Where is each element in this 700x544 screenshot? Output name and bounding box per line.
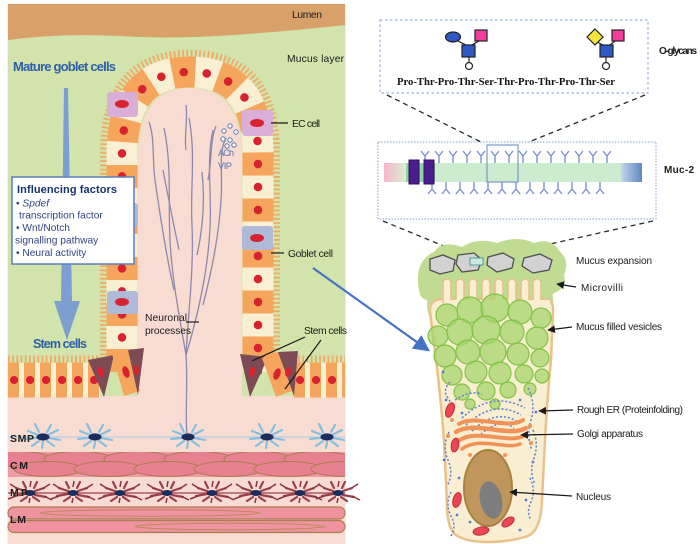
muc2-panel: Pro-Thr-Pro-Thr-Ser-Thr-Pro-Thr-Pro-Thr-… xyxy=(377,19,697,544)
muc2-highlight-region xyxy=(486,144,519,183)
tissue-panel: ACh VIP Influencing factors • Spdef tran… xyxy=(4,3,362,544)
factor-wnt-notch: • Wnt/Notch xyxy=(16,223,70,234)
hexagon-highlight xyxy=(469,257,484,266)
neurotransmitter-vesicles xyxy=(220,123,239,149)
mucus-vesicles xyxy=(427,293,552,410)
factor-neural-activity: • Neural activity xyxy=(16,248,87,259)
muc2-protein-bar xyxy=(384,159,642,185)
goblet-cell-callout: Goblet cell xyxy=(271,249,333,260)
influencing-factors-box: Influencing factors • Spdef transcriptio… xyxy=(11,176,135,265)
factor-spdef: • Spdef xyxy=(16,199,50,210)
zoom-connectors-top xyxy=(386,94,646,147)
rough-er-label: Rough ER (Proteinfolding) xyxy=(577,405,683,416)
rough-er xyxy=(444,381,537,537)
neuronal-processes-label-2: processes xyxy=(145,326,191,337)
rough-er-callout: Rough ER (Proteinfolding) xyxy=(538,405,683,416)
microvilli-callout: Microvilli xyxy=(556,281,623,294)
mucus-vesicles-callout: Mucus filled vesicles xyxy=(547,322,662,333)
o-glycans-label: O-glycans xyxy=(659,46,697,57)
mucus-layer-label: Mucus layer xyxy=(287,54,345,65)
mucus-filled-vesicles-label: Mucus filled vesicles xyxy=(576,322,662,333)
peptide-sequence: Pro-Thr-Pro-Thr-Ser-Thr-Pro-Thr-Pro-Thr-… xyxy=(397,77,615,88)
stem-cells-callout: Stem cells xyxy=(251,326,347,390)
smp-label: SMP xyxy=(10,433,34,445)
factor-spdef-rest: transcription factor xyxy=(19,211,103,222)
ec-cell-callout: EC cell xyxy=(271,119,320,130)
golgi-vesicle-dots xyxy=(446,418,533,457)
surface-epithelium-right xyxy=(290,355,349,398)
glycan-tree-right xyxy=(586,28,625,71)
ribosome-dots xyxy=(441,370,538,532)
cm-label: CM xyxy=(10,460,28,472)
longitudinal-muscle xyxy=(7,506,346,534)
o-glycans-box: Pro-Thr-Pro-Thr-Ser-Thr-Pro-Thr-Pro-Thr-… xyxy=(379,19,649,94)
brush-border xyxy=(100,49,280,372)
golgi-apparatus-label: Golgi apparatus xyxy=(577,429,643,440)
mucus-expansion-label: Mucus expansion xyxy=(576,256,652,267)
circular-muscle xyxy=(8,452,345,477)
glycan-tree-left xyxy=(444,29,488,71)
nucleolus xyxy=(479,481,503,519)
stem-cells-label: Stem cells xyxy=(304,326,347,337)
crypt-epithelium xyxy=(100,49,280,377)
stem-cell-niche xyxy=(88,348,298,397)
submucosal-plexus xyxy=(8,422,346,450)
mitochondria xyxy=(444,402,515,536)
muc2-label: Muc-2 xyxy=(664,165,694,176)
factor-wnt-notch-rest: signalling pathway xyxy=(15,236,99,247)
microvilli-label: Microvilli xyxy=(581,283,623,294)
lumen-label: Lumen xyxy=(292,10,322,21)
stem-cells-heading: Stem cells xyxy=(33,337,87,351)
ec-cell-label: EC cell xyxy=(292,119,320,130)
neuronal-processes-callout: Neuronal processes xyxy=(145,313,199,337)
ach-label: ACh xyxy=(218,148,234,158)
golgi-callout: Golgi apparatus xyxy=(520,429,643,440)
neuronal-processes xyxy=(148,104,227,437)
crypt-interior xyxy=(138,88,242,396)
magnification-arrow xyxy=(312,267,431,352)
goblet-cell-illustration xyxy=(417,239,567,544)
nucleus-label: Nucleus xyxy=(576,492,611,503)
nucleus-callout: Nucleus xyxy=(509,488,611,503)
influencing-factors-title: Influencing factors xyxy=(17,184,117,196)
neuronal-processes-label-1: Neuronal xyxy=(145,313,187,324)
mature-goblet-cells-label: Mature goblet cells xyxy=(13,59,116,74)
surface-epithelium-left xyxy=(4,355,104,398)
myenteric-plexus xyxy=(6,479,362,505)
muc2-box xyxy=(377,141,657,220)
golgi-apparatus xyxy=(453,418,529,451)
goblet-cell-label: Goblet cell xyxy=(288,249,333,260)
lm-label: LM xyxy=(10,514,26,526)
vip-label: VIP xyxy=(218,161,232,171)
lumen-band xyxy=(8,4,345,40)
